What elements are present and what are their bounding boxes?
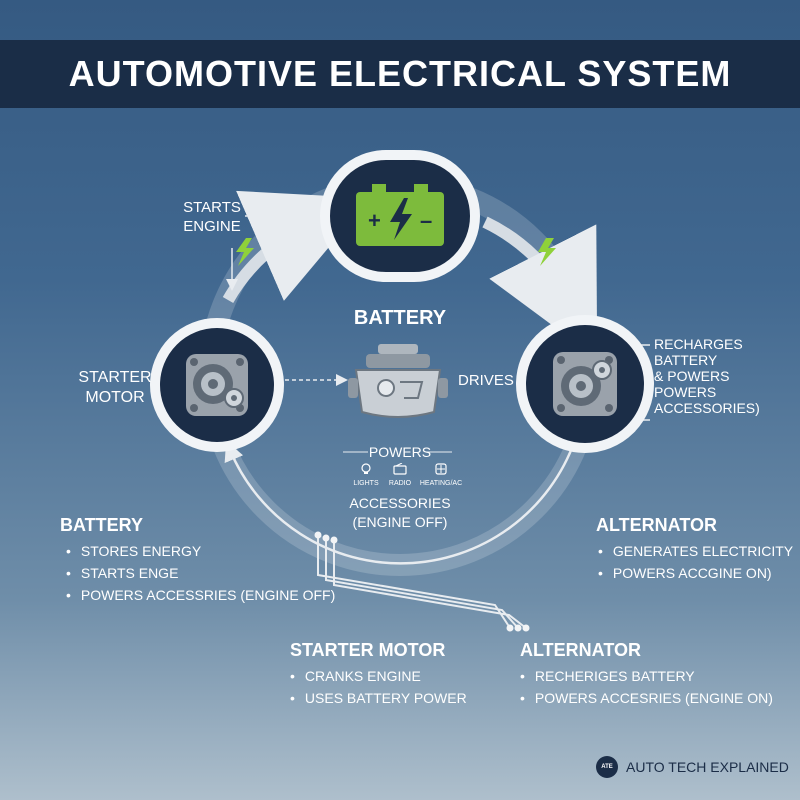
battery-section: BATTERY STORES ENERGY STARTS ENGE POWERS… [60,515,335,606]
starter-motor-icon [186,354,248,416]
alternator-node [516,315,654,453]
alternator-right-item-1: GENERATES ELECTRICITY [598,540,793,562]
starts-engine-line-2: ENGINE [183,218,241,235]
accessory-heating-ac-label: HEATING/AC [419,480,463,487]
accessories-note: ACCESSORIES (ENGINE OFF) [330,494,470,532]
starter-label-line-2: MOTOR [85,389,145,406]
battery-icon: + – [356,184,444,246]
page-title: AUTOMOTIVE ELECTRICAL SYSTEM [68,53,732,94]
arrow-alternator-to-starter [224,439,577,565]
alternator-right-item-2: POWERS ACCGINE ON) [598,562,793,584]
starter-motor-label: STARTER MOTOR [75,368,155,408]
alternator-note-line-1: RECHARGES [654,336,743,352]
accessory-lights-label: LIGHTS [353,480,379,487]
title-bar [0,40,800,108]
accessories-note-line-1: ACCESSORIES [349,495,451,511]
starts-engine-label: STARTS ENGINE [182,198,242,236]
alternator-note: RECHARGES BATTERY & POWERS POWERS ACCESS… [654,336,764,416]
accessory-radio: RADIO [380,462,420,487]
battery-label: BATTERY [353,307,447,329]
battery-item-2: STARTS ENGE [66,562,335,584]
footer-logo: ATE [596,756,618,778]
arrow-battery-to-alternator [482,216,598,359]
alternator-section-right: ALTERNATOR GENERATES ELECTRICITY POWERS … [596,515,793,584]
starter-section-title: STARTER MOTOR [290,640,446,660]
battery-item-1: STORES ENERGY [66,540,335,562]
accessories-note-line-2: (ENGINE OFF) [352,514,448,530]
accessory-lights: LIGHTS [346,462,386,487]
alternator-bottom-title: ALTERNATOR [520,640,641,660]
battery-node: + – [320,150,480,282]
powers-label: POWERS [368,444,432,460]
alternator-note-line-2: BATTERY [654,352,718,368]
bolt-icon-right [538,238,556,266]
battery-section-title: BATTERY [60,515,143,535]
starter-label-line-1: STARTER [78,369,152,386]
starter-motor-node [150,318,284,452]
starter-item-2: USES BATTERY POWER [290,687,467,709]
engine-icon [348,344,448,418]
lightbulb-icon [361,463,371,474]
alternator-bottom-item-2: POWERS ACCESRIES (ENGINE ON) [520,687,773,709]
battery-item-3: POWERS ACCESSRIES (ENGINE OFF) [66,584,335,606]
svg-text:+: + [368,208,381,233]
alternator-section-bottom: ALTERNATOR RECHERIGES BATTERY POWERS ACC… [520,640,773,709]
starter-motor-section: STARTER MOTOR CRANKS ENGINE USES BATTERY… [290,640,467,709]
alternator-right-title: ALTERNATOR [596,515,717,535]
alternator-bottom-item-1: RECHERIGES BATTERY [520,665,773,687]
alternator-note-line-5: ACCESSORIES) [654,400,760,416]
starts-engine-line-1: STARTS [183,199,241,216]
fan-icon [435,463,447,475]
radio-icon [393,462,407,475]
bolt-icon-left [236,238,254,266]
accessory-heating-ac: HEATING/AC [416,462,466,487]
footer-text: AUTO TECH EXPLAINED [626,759,789,775]
alternator-note-line-3: & POWERS [654,368,730,384]
drives-label: DRIVES [458,372,514,389]
alternator-icon [553,352,617,416]
footer: ATE AUTO TECH EXPLAINED [596,756,789,778]
starter-item-1: CRANKS ENGINE [290,665,467,687]
alternator-note-line-4: POWERS [654,384,717,400]
svg-text:–: – [420,208,432,233]
accessory-radio-label: RADIO [388,480,412,487]
